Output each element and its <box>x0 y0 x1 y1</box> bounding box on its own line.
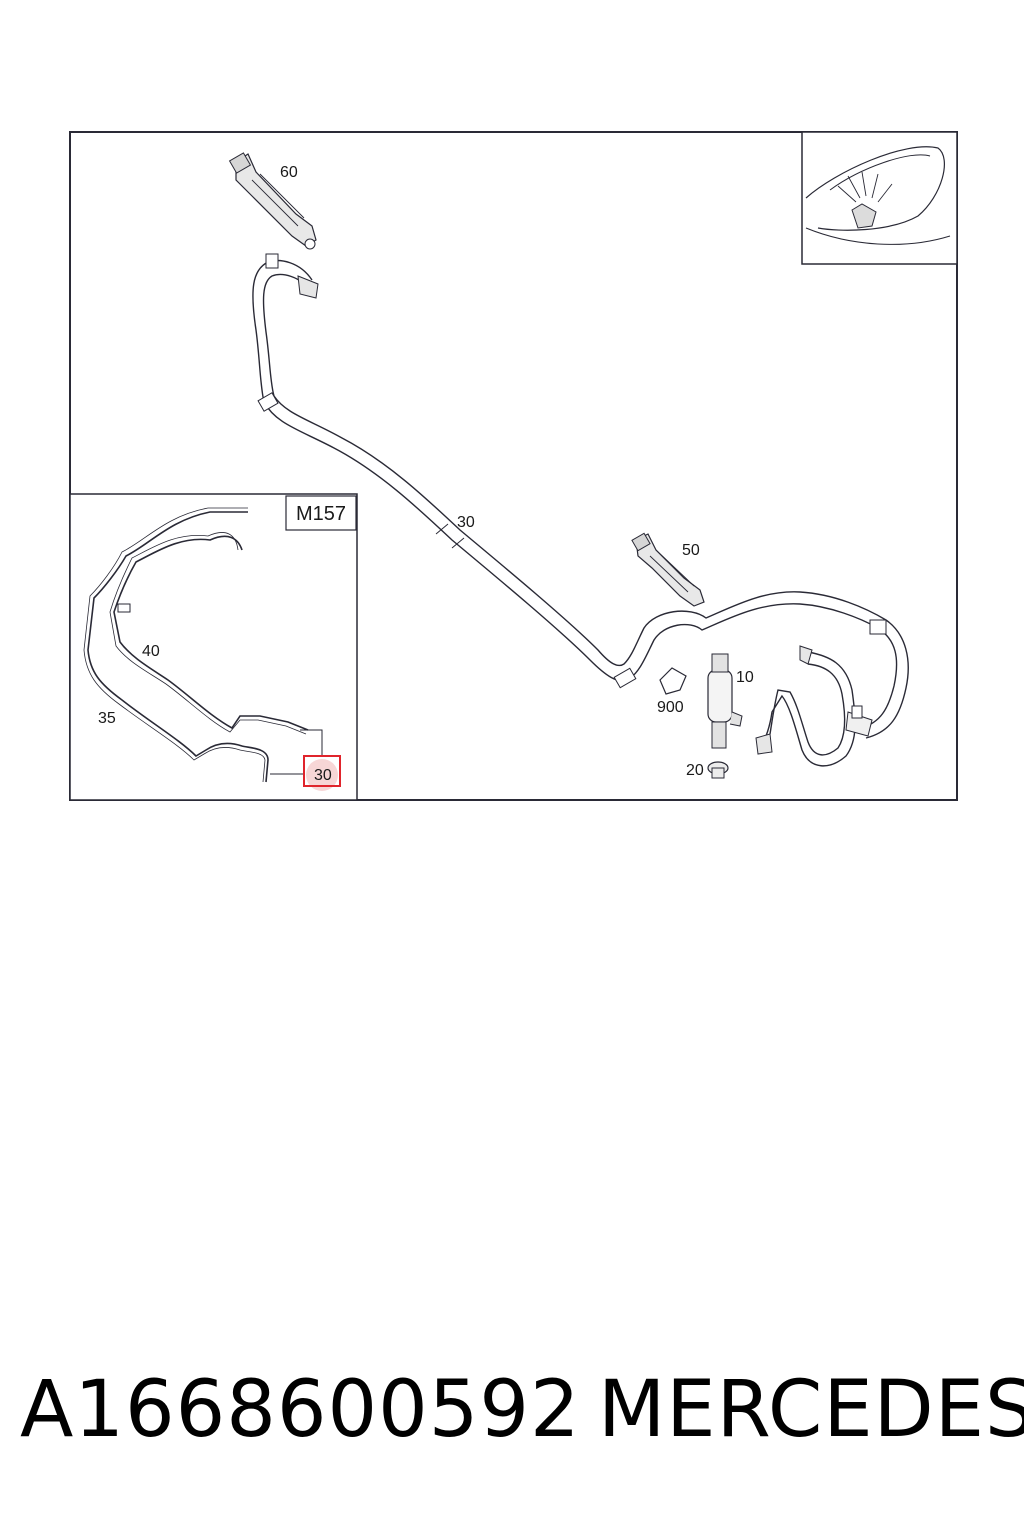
callout-10: 10 <box>736 669 754 686</box>
callout-40: 40 <box>142 643 160 660</box>
callout-60: 60 <box>280 164 298 181</box>
callout-30: 30 <box>457 514 475 531</box>
inset-model-label: M157 <box>296 503 346 525</box>
washer-nozzle-right <box>631 532 705 607</box>
callout-900: 900 <box>657 699 684 716</box>
electrical-connector <box>659 667 687 695</box>
callout-35: 35 <box>98 710 116 727</box>
washer-nozzle-left <box>228 152 317 250</box>
part-number: A1668600592 <box>20 1365 581 1455</box>
callout-50: 50 <box>682 542 700 559</box>
pump-branch-hose <box>755 645 873 767</box>
spray-detail-inset <box>801 131 958 265</box>
pump-grommet <box>707 761 729 779</box>
washer-pump <box>707 653 743 749</box>
brand-name: MERCEDES <box>598 1365 1024 1455</box>
callout-20: 20 <box>686 762 704 779</box>
m157-inset <box>69 493 358 801</box>
main-hose <box>252 253 909 739</box>
callout-30-highlighted: 30 <box>314 767 332 784</box>
footer-caption: A1668600592 MERCEDES <box>0 1365 1024 1475</box>
